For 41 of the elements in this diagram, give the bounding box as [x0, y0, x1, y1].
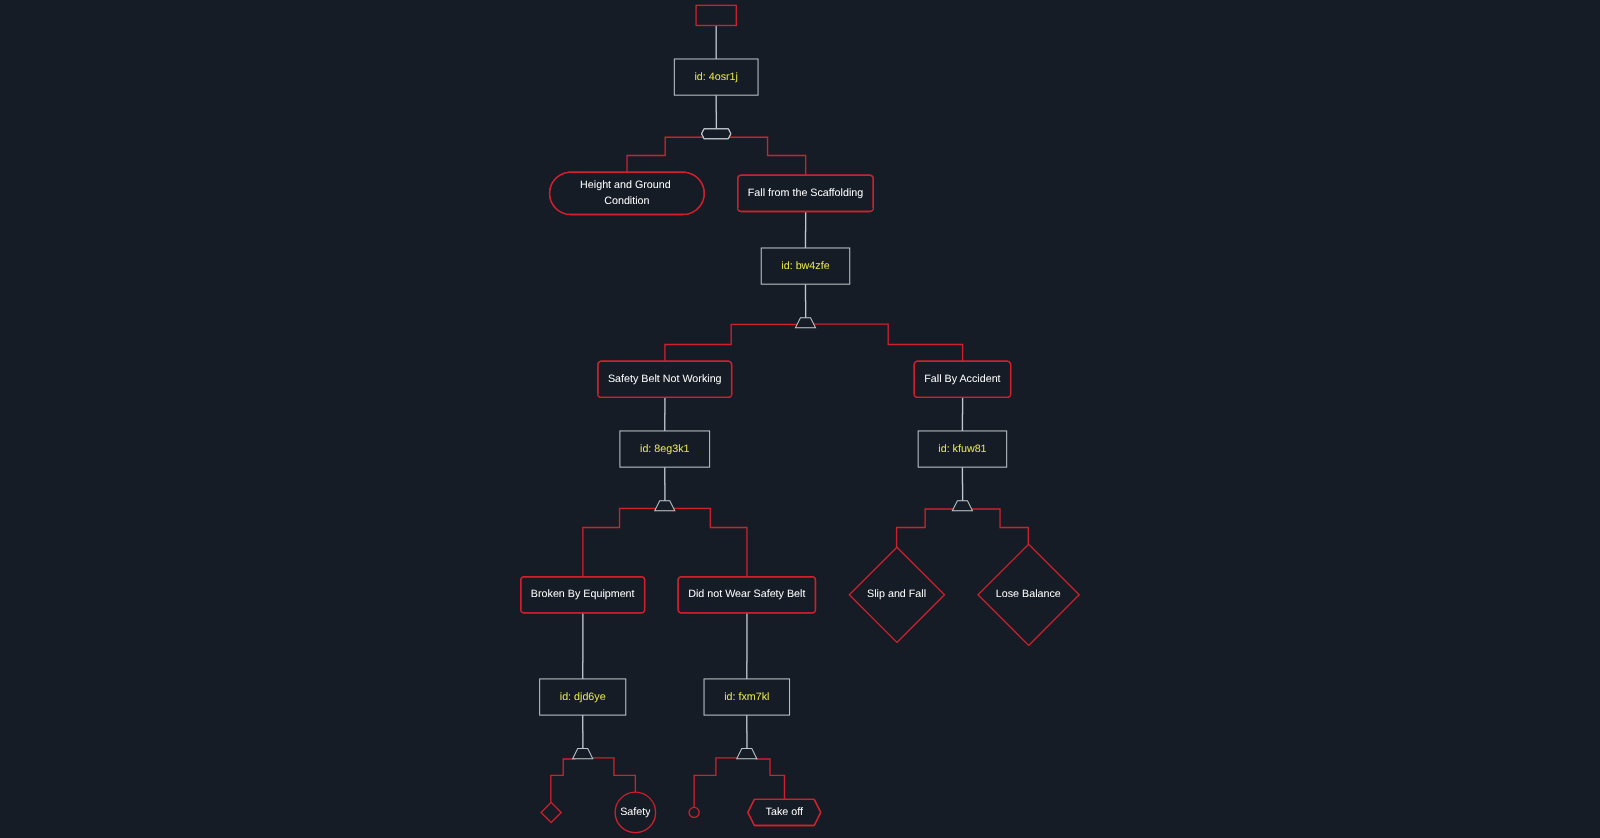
connector	[582, 714, 584, 750]
connector	[673, 507, 748, 578]
node-gate	[794, 317, 817, 329]
node-circle	[688, 806, 700, 819]
connector	[961, 466, 964, 502]
connector	[591, 757, 637, 793]
connector	[813, 323, 964, 363]
node-gate	[571, 748, 594, 760]
node-box	[539, 678, 627, 716]
connector	[746, 612, 748, 680]
node-diamond	[977, 543, 1081, 647]
connector	[804, 283, 807, 319]
connector	[895, 508, 955, 548]
connector	[626, 136, 705, 174]
connector	[582, 507, 658, 578]
node-diamond	[540, 801, 563, 824]
connector	[746, 714, 748, 750]
node-box	[695, 4, 737, 27]
connector	[715, 24, 717, 60]
node-box	[619, 430, 711, 468]
node-box	[703, 678, 791, 716]
connector	[961, 397, 964, 432]
connector	[664, 466, 666, 502]
connector	[664, 323, 799, 363]
node-box	[760, 247, 851, 285]
node-box	[673, 58, 759, 96]
connector	[715, 94, 718, 130]
connector	[728, 136, 807, 177]
node-diamond	[848, 546, 946, 644]
node-gate	[735, 748, 758, 760]
node-circle	[614, 791, 657, 834]
connector	[693, 757, 739, 809]
connector	[582, 612, 584, 680]
node-gate	[653, 500, 676, 512]
connector	[971, 508, 1029, 545]
connector	[550, 758, 577, 804]
connector	[755, 758, 786, 801]
node-box	[917, 430, 1008, 468]
node-gate	[951, 500, 974, 512]
connector	[664, 397, 666, 432]
connector	[804, 211, 807, 249]
